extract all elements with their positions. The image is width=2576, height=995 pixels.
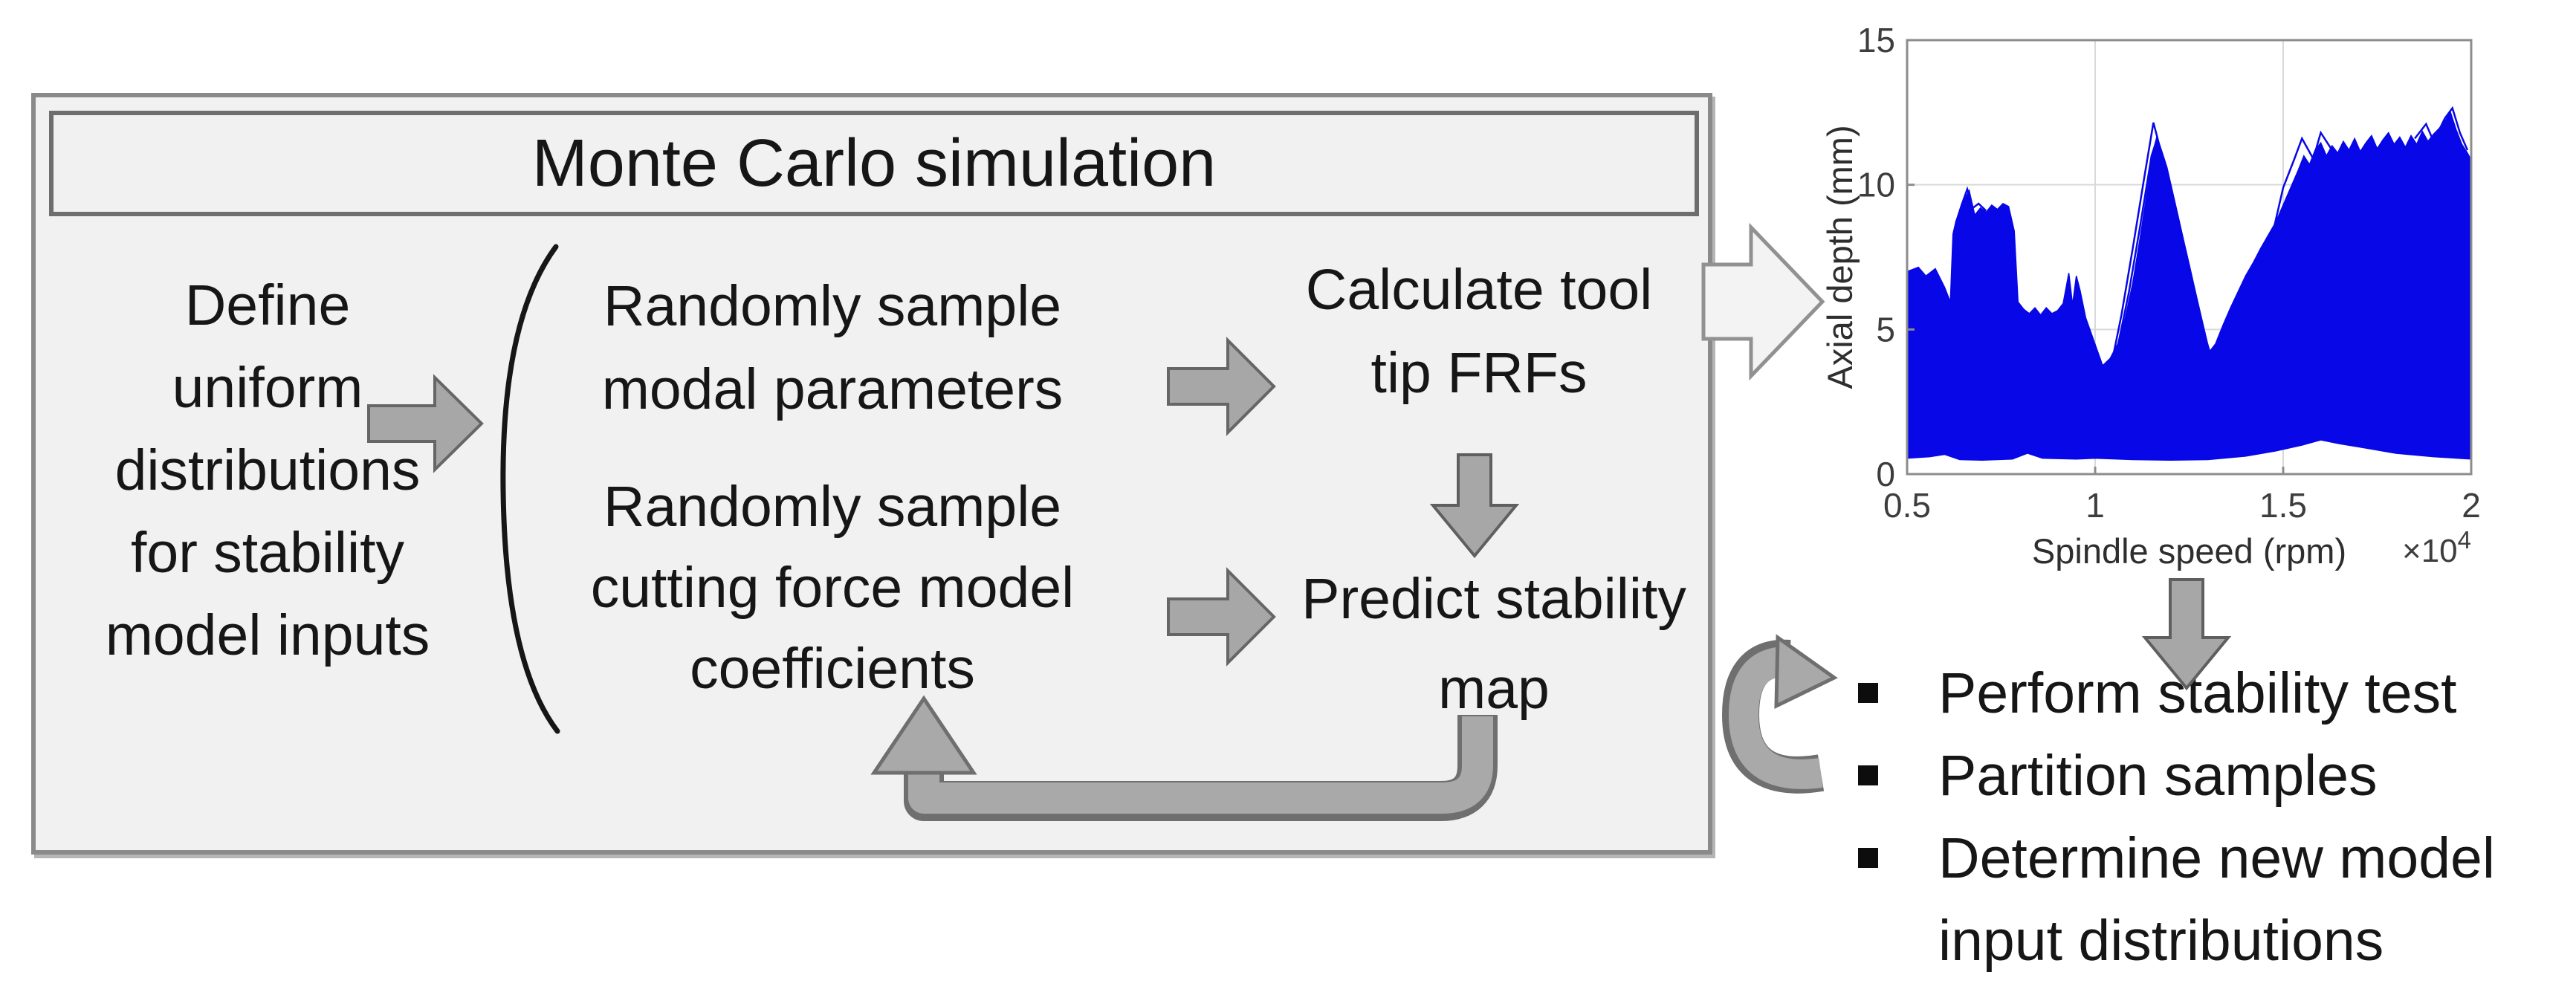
bullet-square-icon <box>1858 683 1878 703</box>
x-axis-exponent: ×104 <box>2402 526 2471 569</box>
plot-border <box>1906 39 2473 476</box>
predict-line: Predict stability <box>1301 567 1686 631</box>
cutting-line: coefficients <box>690 637 975 701</box>
y-tick-label: 10 <box>1857 166 1895 204</box>
x-tick-label: 2 <box>2462 486 2481 525</box>
predict-line: map <box>1438 657 1550 721</box>
y-tick-label: 5 <box>1876 310 1895 349</box>
calc-line: Calculate tool <box>1305 258 1653 322</box>
bullet-label: Perform stability test <box>1938 661 2457 725</box>
calculate-tool-tip-frfs-block: Calculate tool tip FRFs <box>1263 248 1695 415</box>
loop-arrow-shaft <box>1728 646 1823 789</box>
title-box: Monte Carlo simulation <box>49 111 1699 216</box>
list-item: Determine new model input distributions <box>1857 817 2511 982</box>
x-tick-label: 1.5 <box>2259 486 2307 525</box>
y-tick-label: 15 <box>1857 21 1895 59</box>
loop-arrow-outline <box>1721 639 1825 794</box>
modal-line: modal parameters <box>601 357 1064 421</box>
bullet-square-icon <box>1858 765 1878 785</box>
define-line: Define <box>184 273 351 337</box>
stability-lobe-strand <box>2414 106 2469 151</box>
chart-gridlines <box>1907 40 2471 474</box>
predict-stability-map-block: Predict stability map <box>1256 554 1732 734</box>
list-item: Partition samples <box>1857 735 2511 817</box>
y-axis-label: Axial depth (mm) <box>1820 125 1860 389</box>
plot-area <box>1907 40 2471 474</box>
x-tick-label: 0.5 <box>1883 486 1931 525</box>
bullet-square-icon <box>1858 848 1878 868</box>
stability-lobe-strand <box>2117 135 2205 347</box>
sample-modal-parameters-block: Randomly sample modal parameters <box>561 265 1104 431</box>
y-tick-label: 0 <box>1876 455 1895 493</box>
x-axis-label: Spindle speed (rpm) <box>2032 531 2346 571</box>
stability-lobes-mass <box>1907 111 2471 461</box>
sample-cutting-force-block: Randomly sample cutting force model coef… <box>546 467 1119 710</box>
stability-lobe-strand <box>2111 122 2210 362</box>
bullet-label: Determine new model input distributions <box>1938 826 2495 973</box>
calc-line: tip FRFs <box>1370 341 1588 405</box>
diagram-title: Monte Carlo simulation <box>531 126 1217 201</box>
chart-data-layer <box>1907 106 2471 461</box>
cutting-line: cutting force model <box>590 556 1075 620</box>
modal-line: Randomly sample <box>603 274 1062 338</box>
stability-lobe-strand <box>2256 130 2333 275</box>
define-line: uniform <box>172 356 363 420</box>
stability-lobe-strand <box>1955 186 1987 223</box>
loop-arrow-head-icon <box>1774 634 1838 710</box>
list-item: Perform stability test <box>1857 652 2511 735</box>
bullet-label: Partition samples <box>1938 744 2378 808</box>
chart-ticks <box>1906 39 2473 476</box>
big-arrow-right-icon <box>1701 222 1825 381</box>
define-line: model inputs <box>105 603 430 667</box>
define-line: for stability <box>130 521 404 585</box>
define-distributions-block: Define uniform distributions for stabili… <box>52 265 483 677</box>
define-line: distributions <box>114 438 421 502</box>
stability-test-bullet-list: Perform stability test Partition samples… <box>1857 652 2511 982</box>
cutting-line: Randomly sample <box>603 475 1062 539</box>
x-tick-label: 1 <box>2085 486 2105 525</box>
